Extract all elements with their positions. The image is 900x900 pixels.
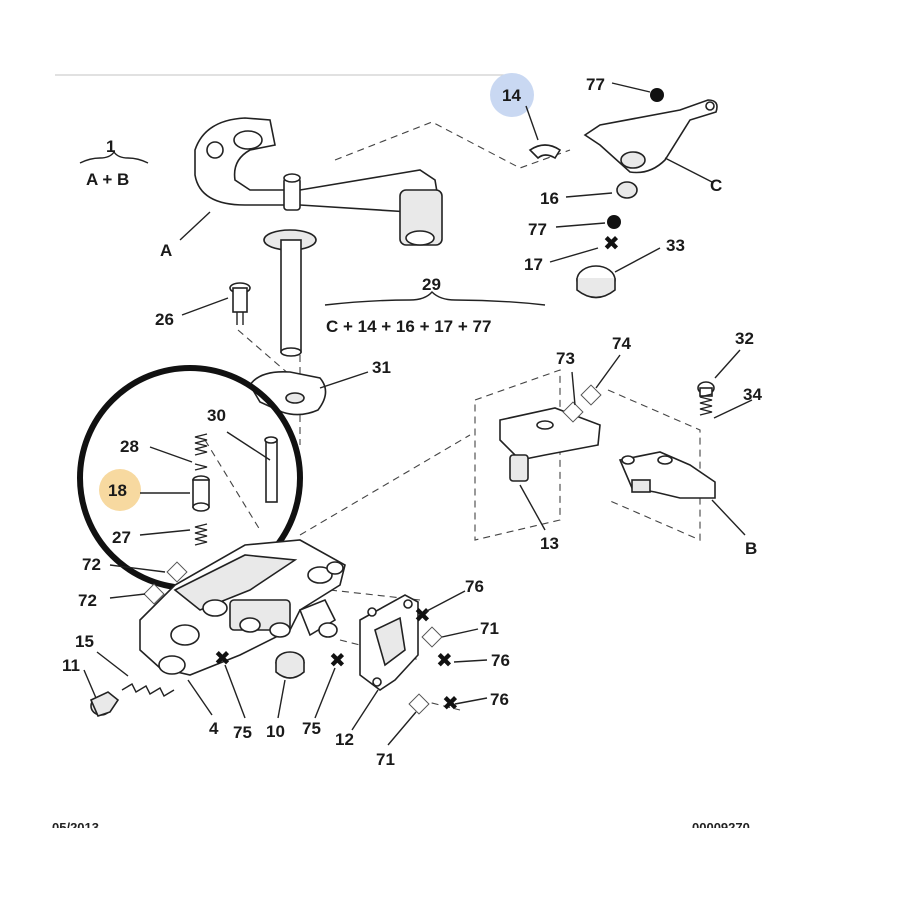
selector-lever-assembly <box>194 117 443 357</box>
label-a: A <box>160 241 172 260</box>
part-11-15 <box>89 683 175 717</box>
label-15: 15 <box>75 632 94 651</box>
part-labels: 1 A + B 14 77 C 16 77 17 33 A 26 29 C + … <box>62 75 762 769</box>
svg-text:✖: ✖ <box>214 648 231 670</box>
main-housing <box>139 539 346 676</box>
label-30: 30 <box>207 406 226 425</box>
label-76-bottom: 76 <box>490 690 509 709</box>
part-13-lever <box>499 407 601 482</box>
label-72-lower: 72 <box>78 591 97 610</box>
label-1-sub: A + B <box>86 170 129 189</box>
highlight-18 <box>99 469 141 511</box>
footer: 05/2013 00009270 <box>0 820 900 900</box>
label-18: 18 <box>108 481 127 500</box>
label-72-upper: 72 <box>82 555 101 574</box>
label-32: 32 <box>735 329 754 348</box>
lever-c: ✖ <box>528 88 718 299</box>
label-b: B <box>745 539 757 558</box>
highlight-14 <box>490 73 534 117</box>
part-32-34 <box>697 381 715 416</box>
label-29-sub: C + 14 + 16 + 17 + 77 <box>326 317 491 336</box>
part-b-lever <box>618 451 716 499</box>
label-71-upper: 71 <box>480 619 499 638</box>
svg-text:✖: ✖ <box>414 605 431 627</box>
label-75-left: 75 <box>233 723 252 742</box>
cross-markers: ✖ ✖ ✖ ✖ ✖ <box>214 605 459 715</box>
label-10: 10 <box>266 722 285 741</box>
label-75-right: 75 <box>302 719 321 738</box>
label-73: 73 <box>556 349 575 368</box>
label-29: 29 <box>422 275 441 294</box>
label-74: 74 <box>612 334 631 353</box>
label-13: 13 <box>540 534 559 553</box>
label-34: 34 <box>743 385 762 404</box>
label-31: 31 <box>372 358 391 377</box>
svg-text:✖: ✖ <box>603 233 620 255</box>
springs-and-pins <box>192 433 278 546</box>
label-12: 12 <box>335 730 354 749</box>
label-76-mid: 76 <box>491 651 510 670</box>
label-71-lower: 71 <box>376 750 395 769</box>
label-76-top: 76 <box>465 577 484 596</box>
svg-text:✖: ✖ <box>442 693 459 715</box>
part-12-plate <box>359 594 419 691</box>
label-26: 26 <box>155 310 174 329</box>
label-28: 28 <box>120 437 139 456</box>
label-77-top: 77 <box>586 75 605 94</box>
label-1: 1 <box>106 137 115 156</box>
label-27: 27 <box>112 528 131 547</box>
label-77-mid: 77 <box>528 220 547 239</box>
svg-text:✖: ✖ <box>436 650 453 672</box>
label-33: 33 <box>666 236 685 255</box>
label-11: 11 <box>62 656 80 675</box>
part-10-bush <box>275 651 305 679</box>
square-markers <box>143 384 602 715</box>
label-14: 14 <box>502 86 521 105</box>
label-17: 17 <box>524 255 543 274</box>
label-4: 4 <box>209 719 219 738</box>
svg-text:✖: ✖ <box>329 650 346 672</box>
part-26-pin <box>229 282 251 325</box>
label-16: 16 <box>540 189 559 208</box>
leader-lines <box>79 82 753 746</box>
label-c: C <box>710 176 722 195</box>
